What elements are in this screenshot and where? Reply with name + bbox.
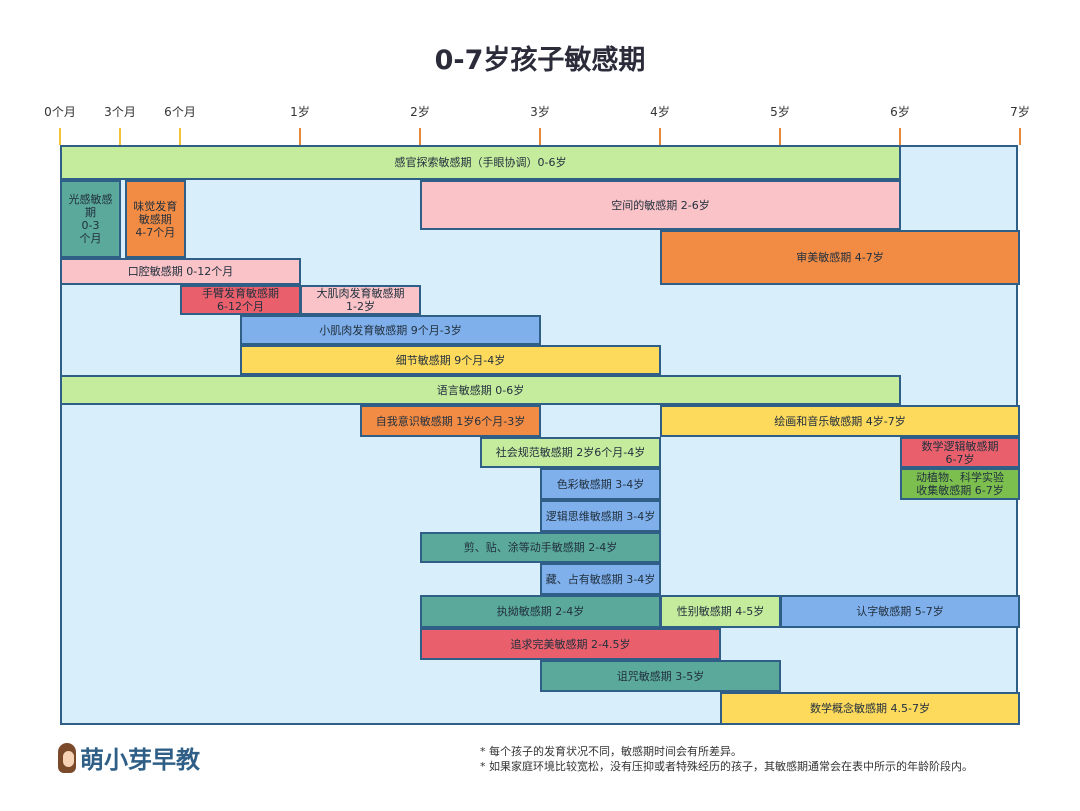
- axis-tick-label: 4岁: [650, 105, 670, 119]
- period-bar: 数学概念敏感期 4.5-7岁: [720, 692, 1020, 725]
- period-bar: 绘画和音乐敏感期 4岁-7岁: [660, 405, 1020, 437]
- period-bar: 空间的敏感期 2-6岁: [420, 180, 901, 230]
- axis-tick-mark: [119, 128, 121, 145]
- page-title: 0-7岁孩子敏感期: [434, 45, 646, 76]
- period-bar: 追求完美敏感期 2-4.5岁: [420, 628, 721, 660]
- axis-tick-label: 3岁: [530, 105, 550, 119]
- axis-tick-mark: [179, 128, 181, 145]
- period-bar: 大肌肉发育敏感期 1-2岁: [300, 285, 421, 315]
- axis-tick-label: 5岁: [770, 105, 790, 119]
- footnote: * 如果家庭环境比较宽松，没有压抑或者特殊经历的孩子，其敏感期通常会在表中所示的…: [480, 760, 973, 773]
- axis-tick-mark: [539, 128, 541, 145]
- period-bar: 藏、占有敏感期 3-4岁: [540, 563, 661, 595]
- child-face-icon: [58, 742, 76, 773]
- axis-tick-mark: [779, 128, 781, 145]
- axis-tick-mark: [299, 128, 301, 145]
- period-bar: 感官探索敏感期（手眼协调）0-6岁: [60, 145, 901, 180]
- axis-tick-label: 0个月: [44, 105, 76, 119]
- period-bar: 味觉发育 敏感期 4-7个月: [124, 180, 186, 258]
- period-bar: 色彩敏感期 3-4岁: [540, 468, 661, 500]
- period-bar: 动植物、科学实验 收集敏感期 6-7岁: [900, 468, 1020, 500]
- axis-tick-mark: [659, 128, 661, 145]
- footnotes: * 每个孩子的发育状况不同，敏感期时间会有所差异。 * 如果家庭环境比较宽松，没…: [480, 744, 973, 774]
- axis-tick-label: 3个月: [104, 105, 136, 119]
- period-bar: 数学逻辑敏感期 6-7岁: [900, 437, 1020, 468]
- period-bar: 手臂发育敏感期 6-12个月: [180, 285, 301, 315]
- axis-tick-label: 7岁: [1010, 105, 1030, 119]
- axis-tick-label: 6个月: [164, 105, 196, 119]
- logo-text: 萌小芽早教: [80, 746, 200, 774]
- period-bar: 逻辑思维敏感期 3-4岁: [540, 500, 661, 532]
- axis-tick-mark: [419, 128, 421, 145]
- period-bar: 剪、贴、涂等动手敏感期 2-4岁: [420, 532, 661, 563]
- period-bar: 执拗敏感期 2-4岁: [420, 595, 661, 628]
- period-bar: 语言敏感期 0-6岁: [60, 375, 901, 405]
- axis-tick-label: 2岁: [410, 105, 430, 119]
- period-bar: 诅咒敏感期 3-5岁: [540, 660, 781, 692]
- period-bar: 社会规范敏感期 2岁6个月-4岁: [480, 437, 661, 468]
- period-bar: 性别敏感期 4-5岁: [660, 595, 781, 628]
- period-bar: 自我意识敏感期 1岁6个月-3岁: [360, 405, 541, 437]
- period-bar: 口腔敏感期 0-12个月: [60, 258, 301, 285]
- axis-tick-mark: [1019, 128, 1021, 145]
- footnote: * 每个孩子的发育状况不同，敏感期时间会有所差异。: [480, 745, 742, 758]
- period-bar: 审美敏感期 4-7岁: [660, 230, 1020, 285]
- period-bar: 光感敏感 期 0-3 个月: [60, 180, 121, 258]
- period-bar: 细节敏感期 9个月-4岁: [240, 345, 661, 375]
- brand-logo: 萌小芽早教: [58, 740, 200, 775]
- axis-tick-label: 1岁: [290, 105, 310, 119]
- period-bar: 小肌肉发育敏感期 9个月-3岁: [240, 315, 541, 345]
- period-bar: 认字敏感期 5-7岁: [780, 595, 1020, 628]
- axis-tick-label: 6岁: [890, 105, 910, 119]
- axis-tick-mark: [899, 128, 901, 145]
- axis-tick-mark: [59, 128, 61, 145]
